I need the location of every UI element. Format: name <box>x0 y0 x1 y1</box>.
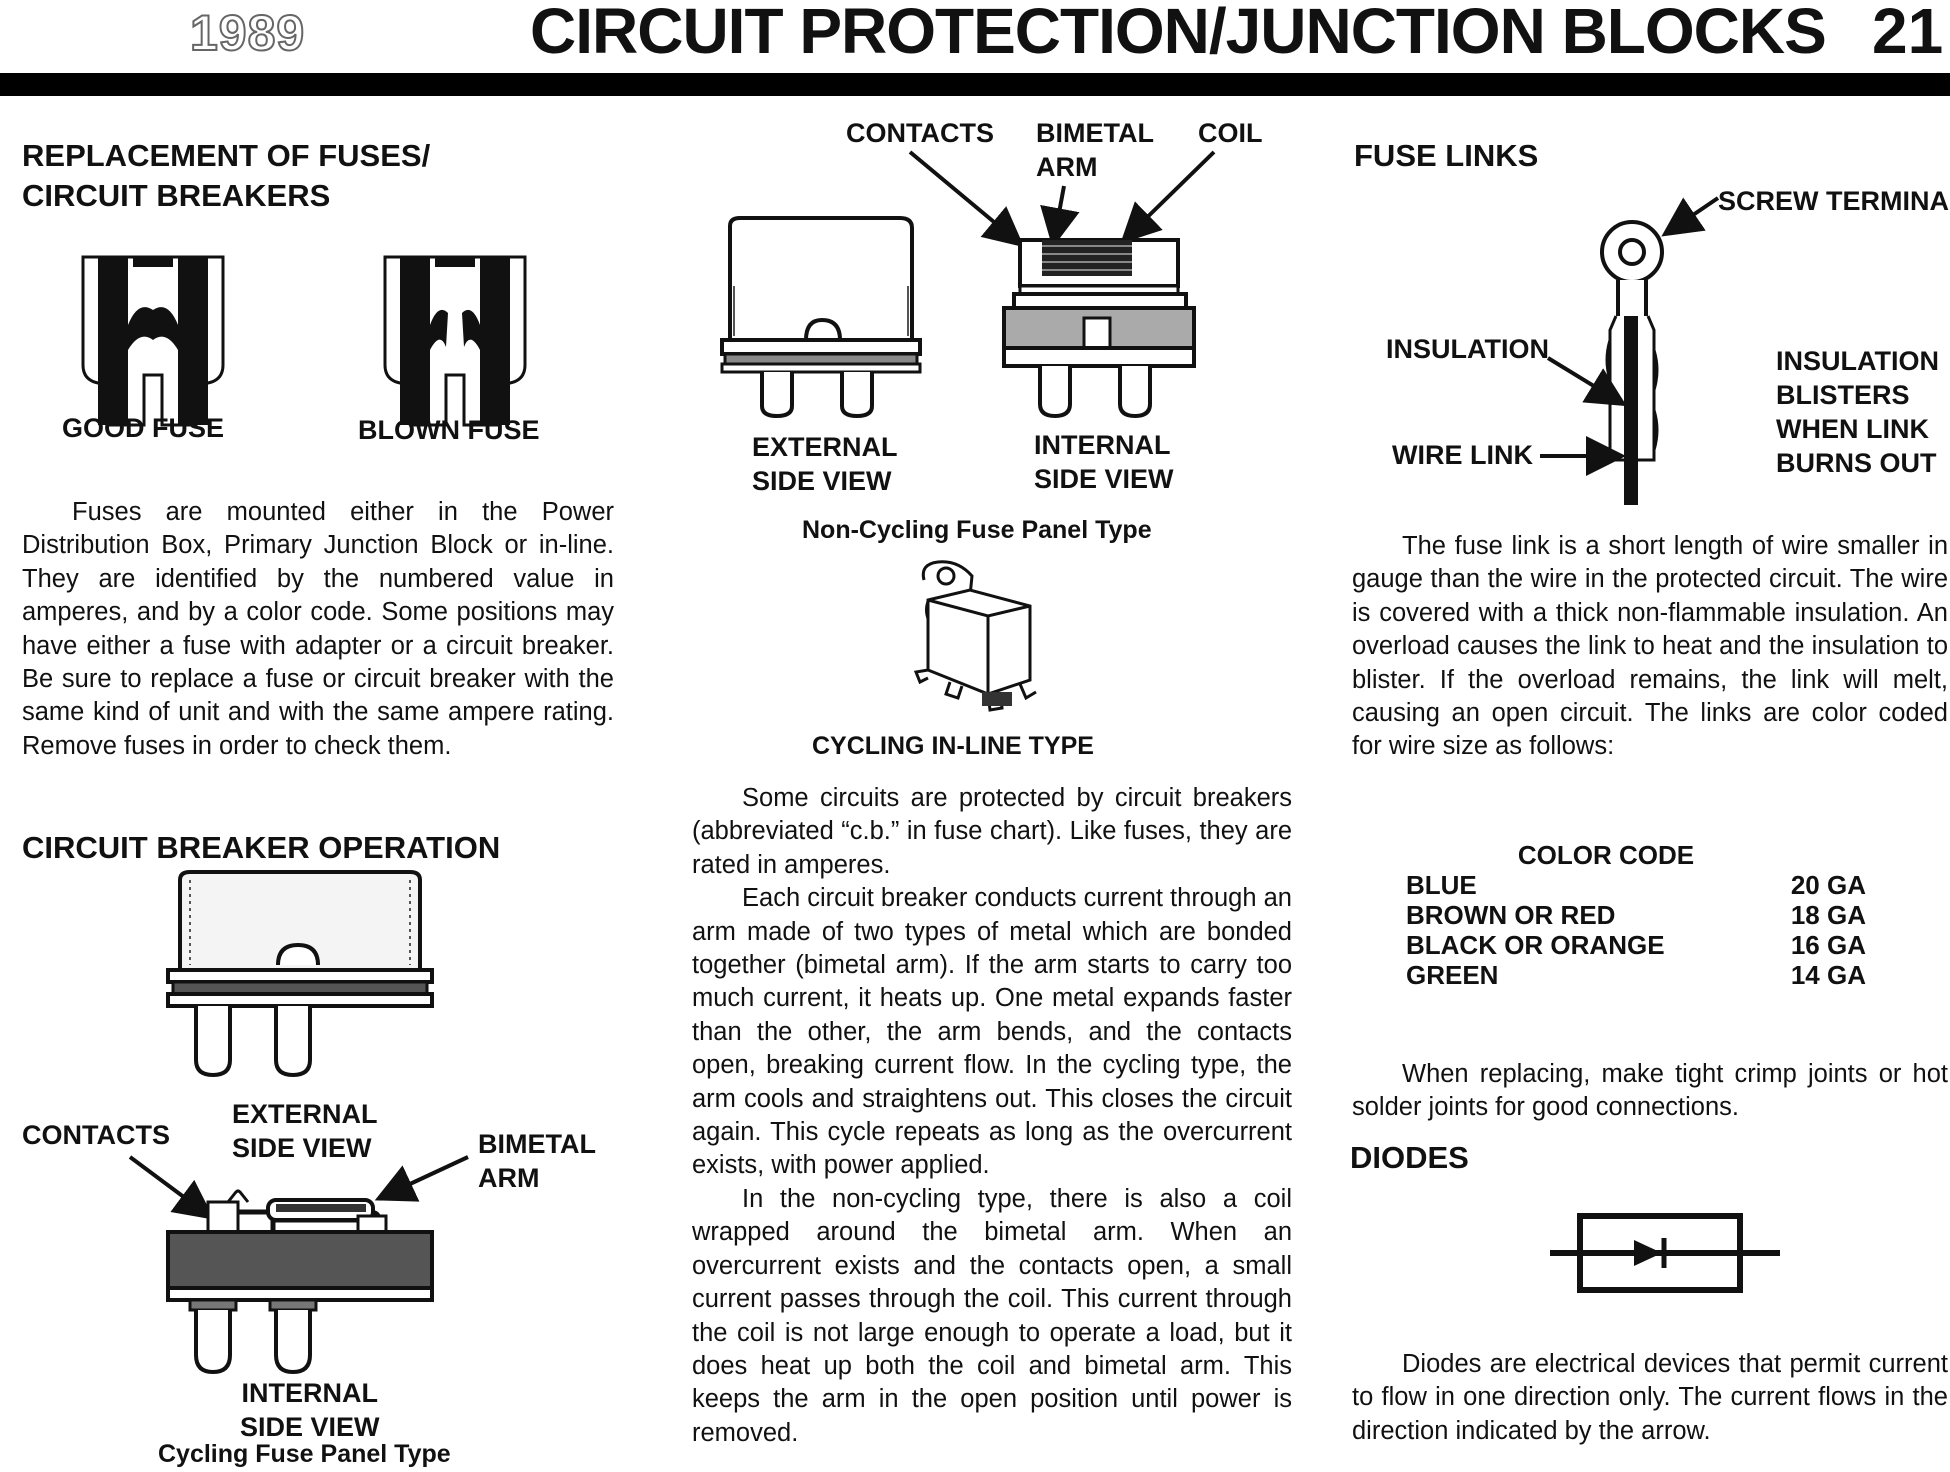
year-mark: 1989 <box>189 4 306 62</box>
heading-replacement: REPLACEMENT OF FUSES/ CIRCUIT BREAKERS <box>22 138 431 213</box>
internal-side-view-label-left: INTERNAL SIDE VIEW <box>240 1378 380 1442</box>
noncycling-breaker-internal-illustration <box>1002 238 1196 419</box>
contacts-label-middle: CONTACTS <box>846 118 994 148</box>
page-number: 21 <box>1872 0 1944 67</box>
good-fuse-label: GOOD FUSE <box>62 413 225 443</box>
diode-symbol-illustration <box>1550 1213 1780 1293</box>
heading-cb-operation: CIRCUIT BREAKER OPERATION <box>22 830 501 865</box>
header-rule <box>0 73 1950 96</box>
color-code-title: COLOR CODE <box>1517 840 1695 870</box>
noncycling-caption: Non-Cycling Fuse Panel Type <box>802 516 1152 544</box>
cycling-fuse-panel-caption: Cycling Fuse Panel Type <box>158 1440 451 1468</box>
insulation-blisters-label: INSULATION BLISTERS WHEN LINK BURNS OUT <box>1776 346 1939 478</box>
blown-fuse-illustration <box>383 255 527 427</box>
insulation-label: INSULATION <box>1386 334 1549 364</box>
heading-diodes: DIODES <box>1350 1140 1469 1175</box>
fuse-link-illustration <box>1600 220 1664 505</box>
coil-label: COIL <box>1198 118 1263 148</box>
circuit-breaker-paragraphs: Some circuits are protected by circuit b… <box>692 784 1292 1447</box>
cycling-breaker-internal-illustration <box>166 1189 434 1375</box>
cycling-inline-breaker-illustration <box>913 560 1037 712</box>
internal-side-view-label-middle: INTERNAL SIDE VIEW <box>1034 430 1174 494</box>
cycling-inline-caption: CYCLING IN-LINE TYPE <box>812 732 1094 760</box>
external-side-view-label-middle: EXTERNAL SIDE VIEW <box>752 432 898 496</box>
good-fuse-illustration <box>81 255 225 427</box>
contacts-label-left: CONTACTS <box>22 1120 170 1150</box>
screw-terminal-label: SCREW TERMINAL <box>1718 186 1950 216</box>
heading-fuse-links: FUSE LINKS <box>1354 138 1539 173</box>
fuse-link-paragraph: The fuse link is a short length of wire … <box>1352 532 1948 761</box>
bimetal-arm-label-left: BIMETAL ARM <box>478 1129 596 1193</box>
wire-link-label: WIRE LINK <box>1392 440 1533 470</box>
bimetal-arm-label-middle: BIMETAL ARM <box>1036 118 1154 182</box>
noncycling-breaker-external-illustration <box>720 216 922 419</box>
external-side-view-label-left: EXTERNAL SIDE VIEW <box>232 1099 378 1163</box>
crimp-paragraph: When replacing, make tight crimp joints … <box>1352 1060 1948 1122</box>
blown-fuse-label: BLOWN FUSE <box>358 415 540 445</box>
cycling-breaker-external-illustration <box>166 870 434 1078</box>
diodes-paragraph: Diodes are electrical devices that permi… <box>1352 1350 1948 1445</box>
fuses-paragraph: Fuses are mounted either in the Power Di… <box>22 498 614 760</box>
page-title: CIRCUIT PROTECTION/JUNCTION BLOCKS <box>530 0 1827 67</box>
